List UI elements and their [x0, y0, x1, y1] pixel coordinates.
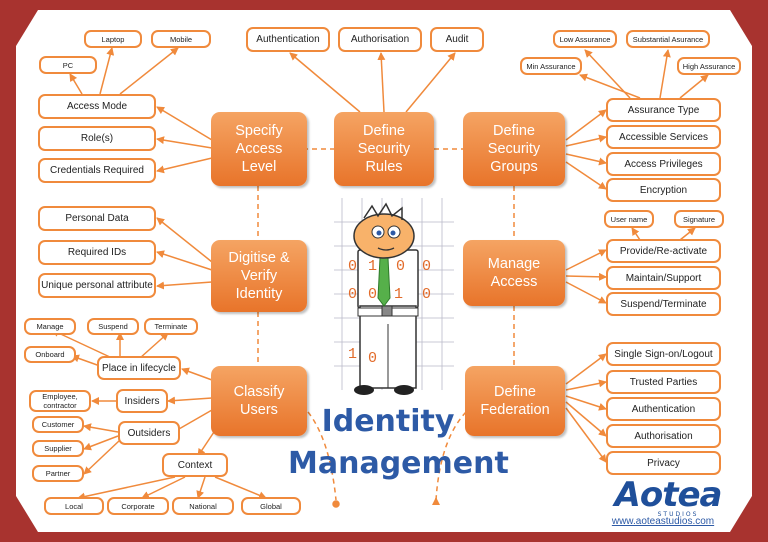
user-name-box: User name	[604, 210, 654, 228]
min-assurance-box: Min Assurance	[520, 57, 582, 75]
encryption-box: Encryption	[606, 178, 721, 202]
roles-box: Role(s)	[38, 126, 156, 151]
hub-manage-access: Manage Access	[463, 240, 565, 306]
rule-authentication: Authentication	[246, 27, 330, 52]
frame-bottom	[0, 532, 768, 542]
single-sign-on-box: Single Sign-on/Logout	[606, 342, 721, 366]
suspend-terminate-box: Suspend/Terminate	[606, 292, 721, 316]
stage-suspend: Suspend	[87, 318, 139, 335]
logo-subtitle: STUDIOS	[657, 511, 699, 518]
low-assurance-box: Low Assurance	[553, 30, 617, 48]
outsider-supplier: Supplier	[32, 440, 84, 457]
provide-reactivate-box: Provide/Re-activate	[606, 239, 721, 263]
maintain-support-box: Maintain/Support	[606, 266, 721, 290]
frame-corner	[730, 10, 752, 46]
binary-digit: 1	[348, 346, 357, 363]
required-ids-box: Required IDs	[38, 240, 156, 265]
context-local: Local	[44, 497, 104, 515]
website-link[interactable]: www.aoteastudios.com	[611, 516, 715, 527]
outsider-customer: Customer	[32, 416, 84, 433]
privacy-box: Privacy	[606, 451, 721, 475]
outsider-partner: Partner	[32, 465, 84, 482]
context-national: National	[172, 497, 234, 515]
access-privileges-box: Access Privileges	[606, 152, 721, 176]
binary-digit: 0	[422, 286, 431, 303]
context-box: Context	[162, 453, 228, 477]
hub-define-federation: Define Federation	[465, 366, 565, 436]
frame-corner	[16, 10, 38, 46]
federation-authentication-box: Authentication	[606, 397, 721, 421]
binary-digit: 0	[368, 286, 377, 303]
trusted-parties-box: Trusted Parties	[606, 370, 721, 394]
binary-digit: 1	[368, 258, 377, 275]
cartoon-person: 0 1 0 0 0 0 1 0 1 0	[334, 198, 454, 395]
assurance-type-box: Assurance Type	[606, 98, 721, 122]
context-corporate: Corporate	[107, 497, 169, 515]
hub-define-security-rules: Define Security Rules	[334, 112, 434, 186]
diagram-title: Management	[288, 446, 509, 481]
substantial-assurance-box: Substantial Asurance	[626, 30, 710, 48]
accessible-services-box: Accessible Services	[606, 125, 721, 149]
insiders-box: Insiders	[116, 389, 168, 413]
binary-digit: 0	[348, 258, 357, 275]
hub-define-security-groups: Define Security Groups	[463, 112, 565, 186]
diagram-title: Identity	[321, 404, 455, 439]
binary-digit: 1	[394, 286, 403, 303]
place-in-lifecycle-box: Place in lifecycle	[97, 356, 181, 380]
device-mobile: Mobile	[151, 30, 211, 48]
stage-terminate: Terminate	[144, 318, 198, 335]
unique-attribute-box: Unique personal attribute	[38, 273, 156, 298]
frame-corner	[16, 496, 38, 532]
frame-corner	[730, 496, 752, 532]
frame-top	[0, 0, 768, 10]
aotea-logo: Aotea	[614, 475, 723, 515]
binary-digit: 0	[368, 350, 377, 367]
context-global: Global	[241, 497, 301, 515]
federation-authorisation-box: Authorisation	[606, 424, 721, 448]
device-laptop: Laptop	[84, 30, 142, 48]
personal-data-box: Personal Data	[38, 206, 156, 231]
hub-digitise-verify-identity: Digitise & Verify Identity	[211, 240, 307, 312]
insider-type-employee: Employee, contractor	[29, 390, 91, 412]
frame-right	[752, 0, 768, 542]
binary-digit: 0	[348, 286, 357, 303]
binary-digit: 0	[396, 258, 405, 275]
stage-onboard: Onboard	[24, 346, 76, 363]
outsiders-box: Outsiders	[118, 421, 180, 445]
device-pc: PC	[39, 56, 97, 74]
hub-classify-users: Classify Users	[211, 366, 307, 436]
stage-manage: Manage	[24, 318, 76, 335]
binary-digit: 0	[422, 258, 431, 275]
access-mode-box: Access Mode	[38, 94, 156, 119]
signature-box: Signature	[674, 210, 724, 228]
high-assurance-box: High Assurance	[677, 57, 741, 75]
frame-left	[0, 0, 16, 542]
rule-authorisation: Authorisation	[338, 27, 422, 52]
credentials-required-box: Credentials Required	[38, 158, 156, 183]
rule-audit: Audit	[430, 27, 484, 52]
hub-specify-access-level: Specify Access Level	[211, 112, 307, 186]
